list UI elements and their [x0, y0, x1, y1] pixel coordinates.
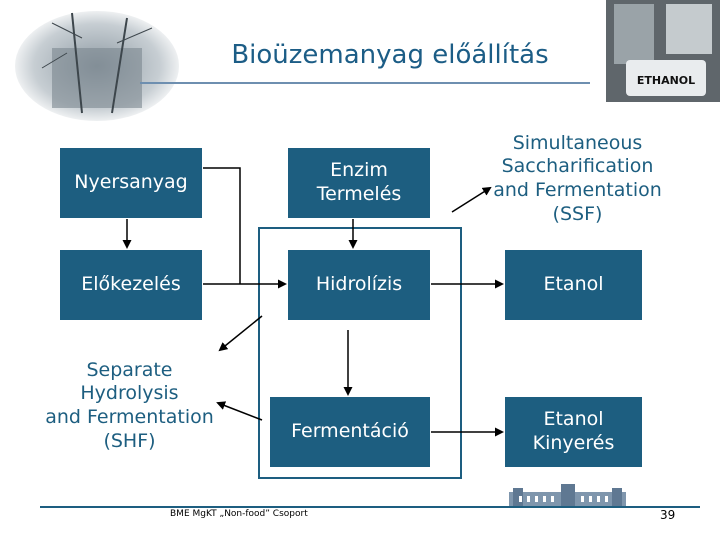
box-etanol-label: Etanol	[543, 273, 604, 296]
box-enzim-label: Enzim Termelés	[316, 159, 402, 205]
ssf-label: Simultaneous Saccharification and Fermen…	[493, 131, 662, 225]
shf-label: Separate Hydrolysis and Fermentation (SH…	[45, 358, 214, 452]
box-nyersanyag-label: Nyersanyag	[74, 171, 188, 194]
title-underline	[140, 82, 590, 84]
box-kinyeres-label: Etanol Kinyerés	[532, 408, 615, 454]
arrow-shf-upper	[218, 315, 263, 352]
box-enzim-termeles: Enzim Termelés	[288, 148, 430, 218]
arrow-shf-lower	[216, 401, 263, 421]
box-hidrolizis-label: Hidrolízis	[315, 273, 403, 296]
footer-line	[40, 506, 700, 508]
branch-nyersanyag-line	[203, 167, 241, 284]
footer-group: BME MgKT „Non-food” Csoport	[170, 509, 308, 519]
box-elokezeles-label: Előkezelés	[81, 273, 181, 296]
arrow-ssf	[451, 186, 492, 213]
ethanol-pump-photo: ETHANOL	[606, 0, 720, 102]
box-etanol-kinyeres: Etanol Kinyerés	[505, 397, 642, 467]
box-etanol: Etanol	[505, 250, 642, 320]
page-number: 39	[660, 508, 676, 522]
slide-title: Bioüzemanyag előállítás	[231, 40, 549, 70]
box-fermentacio-label: Fermentáció	[291, 420, 409, 443]
building-photo	[15, 11, 179, 121]
box-elokezeles: Előkezelés	[60, 250, 202, 320]
box-fermentacio: Fermentáció	[270, 397, 430, 467]
box-hidrolizis: Hidrolízis	[288, 250, 430, 320]
process-frame	[258, 227, 462, 479]
box-nyersanyag: Nyersanyag	[60, 148, 202, 218]
ethanol-sign-text: ETHANOL	[637, 74, 695, 87]
university-logo	[509, 484, 626, 506]
